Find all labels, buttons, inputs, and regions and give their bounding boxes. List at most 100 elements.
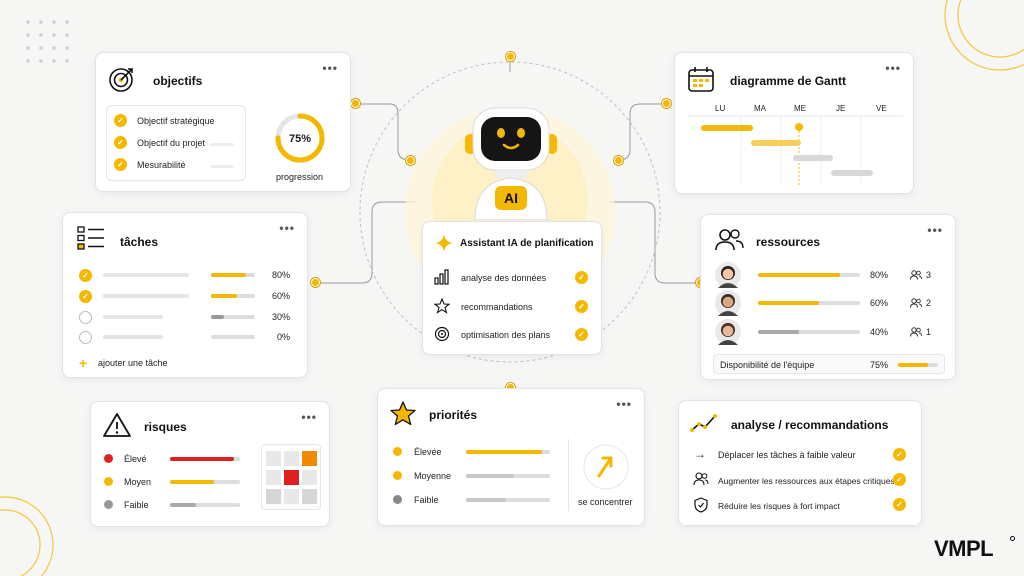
resource-track bbox=[758, 330, 860, 334]
connector-node bbox=[406, 156, 415, 165]
card-title: analyse / recommandations bbox=[731, 418, 889, 432]
check-icon: ✓ bbox=[575, 328, 588, 341]
more-icon[interactable]: ••• bbox=[279, 221, 295, 235]
recommendation-item: Déplacer les tâches à faible valeur bbox=[718, 450, 856, 460]
brand-logo-accent bbox=[1010, 536, 1015, 541]
gantt-day: LU bbox=[715, 104, 726, 113]
empty-checkbox-icon[interactable] bbox=[79, 331, 92, 344]
card-title: priorités bbox=[429, 408, 478, 422]
check-icon: ✓ bbox=[893, 448, 906, 461]
tasks-card: tâches ••• + ajouter une tâche ✓80%✓60%3… bbox=[62, 212, 308, 378]
card-title: diagramme de Gantt bbox=[730, 74, 847, 88]
checklist-icon bbox=[77, 226, 104, 250]
arrow-up-icon bbox=[583, 444, 629, 490]
more-icon[interactable]: ••• bbox=[301, 410, 317, 424]
users-icon bbox=[910, 327, 922, 337]
gantt-day: ME bbox=[794, 104, 806, 113]
resources-card: ressources ••• Disponibilité de l'équipe… bbox=[700, 214, 956, 380]
resource-percent: 40% bbox=[870, 327, 889, 337]
objective-item: Mesurabilité bbox=[137, 160, 186, 170]
target-icon bbox=[109, 68, 133, 92]
calendar-icon bbox=[688, 67, 714, 92]
risk-level: Moyen bbox=[124, 477, 152, 487]
task-progress-fill bbox=[211, 273, 247, 277]
more-icon[interactable]: ••• bbox=[885, 61, 901, 75]
recommendation-item: Augmenter les ressources aux étapes crit… bbox=[718, 476, 895, 486]
priority-level: Moyenne bbox=[414, 471, 452, 481]
task-progress-fill bbox=[211, 315, 225, 319]
warning-icon bbox=[103, 413, 131, 437]
recommendation-item: Réduire les risques à fort impact bbox=[718, 501, 840, 511]
check-icon: ✓ bbox=[893, 498, 906, 511]
users-icon bbox=[715, 229, 744, 251]
target-icon bbox=[434, 326, 450, 342]
more-icon[interactable]: ••• bbox=[616, 397, 632, 411]
check-icon: ✓ bbox=[114, 136, 127, 149]
team-availability-percent: 75% bbox=[870, 360, 889, 370]
more-icon[interactable]: ••• bbox=[322, 61, 338, 75]
add-icon[interactable]: + bbox=[79, 355, 88, 371]
check-icon[interactable]: ✓ bbox=[79, 269, 92, 282]
priority-level: Faible bbox=[414, 495, 439, 505]
team-availability-label: Disponibilité de l'équipe bbox=[720, 360, 815, 370]
objectives-list bbox=[106, 105, 246, 181]
check-icon: ✓ bbox=[575, 300, 588, 313]
task-percent: 80% bbox=[271, 270, 290, 280]
ai-badge: AI bbox=[495, 186, 527, 210]
resource-count: 3 bbox=[926, 270, 932, 280]
check-icon: ✓ bbox=[893, 473, 906, 486]
task-label-placeholder bbox=[103, 294, 189, 298]
add-task-link[interactable]: ajouter une tâche bbox=[98, 358, 168, 368]
users-icon bbox=[693, 472, 709, 486]
priorities-card: priorités ••• Élevée Moyenne Faible se c… bbox=[377, 388, 645, 526]
objectives-card: objectifs ••• ✓ Objectif stratégique ✓ O… bbox=[95, 52, 351, 192]
team-availability bbox=[713, 354, 945, 374]
connector-node bbox=[506, 52, 515, 61]
brand-logo: VMPL bbox=[934, 536, 994, 561]
card-title: ressources bbox=[756, 235, 821, 249]
task-percent: 0% bbox=[276, 332, 290, 342]
arrow-right-icon: → bbox=[694, 447, 706, 461]
risk-level: Élevé bbox=[124, 454, 147, 464]
empty-checkbox-icon[interactable] bbox=[79, 311, 92, 324]
gantt-card: diagramme de Gantt ••• LU MA ME JE VE bbox=[674, 52, 914, 194]
task-percent: 30% bbox=[271, 312, 290, 322]
check-icon: ✓ bbox=[114, 158, 127, 171]
resource-percent: 80% bbox=[870, 270, 889, 280]
check-icon[interactable]: ✓ bbox=[79, 290, 92, 303]
resource-count: 1 bbox=[926, 327, 932, 337]
resource-count: 2 bbox=[926, 298, 932, 308]
card-title: risques bbox=[144, 420, 187, 434]
gantt-day: VE bbox=[876, 104, 887, 113]
task-progress-track bbox=[211, 315, 255, 319]
progress-ring bbox=[275, 113, 325, 163]
gantt-day: MA bbox=[754, 104, 766, 113]
assistant-card: Assistant IA de planification analyse de… bbox=[422, 221, 602, 355]
task-label-placeholder bbox=[103, 273, 189, 277]
resource-fill bbox=[758, 330, 799, 334]
assistant-item: recommandations bbox=[461, 302, 533, 312]
avatar bbox=[715, 319, 741, 345]
resource-percent: 60% bbox=[870, 298, 889, 308]
gantt-chart bbox=[687, 115, 903, 185]
assistant-item: analyse des données bbox=[461, 273, 547, 283]
star-icon bbox=[434, 298, 450, 314]
star-icon bbox=[390, 401, 416, 426]
more-icon[interactable]: ••• bbox=[927, 223, 943, 237]
card-title: objectifs bbox=[153, 74, 203, 88]
progress-value: 75% bbox=[288, 133, 312, 145]
task-progress-fill bbox=[211, 294, 238, 298]
card-title: Assistant IA de planification bbox=[460, 238, 594, 249]
avatar bbox=[715, 290, 741, 316]
assistant-item: optimisation des plans bbox=[461, 330, 551, 340]
gantt-day: JE bbox=[836, 104, 846, 113]
users-icon bbox=[910, 298, 922, 308]
objective-item: Objectif stratégique bbox=[137, 116, 215, 126]
users-icon bbox=[910, 270, 922, 280]
connector-node bbox=[662, 99, 671, 108]
robot-illustration: AI bbox=[455, 100, 567, 221]
progress-label: progression bbox=[276, 172, 324, 182]
connector-node bbox=[351, 99, 360, 108]
connector-node bbox=[311, 278, 320, 287]
task-label-placeholder bbox=[103, 315, 163, 319]
